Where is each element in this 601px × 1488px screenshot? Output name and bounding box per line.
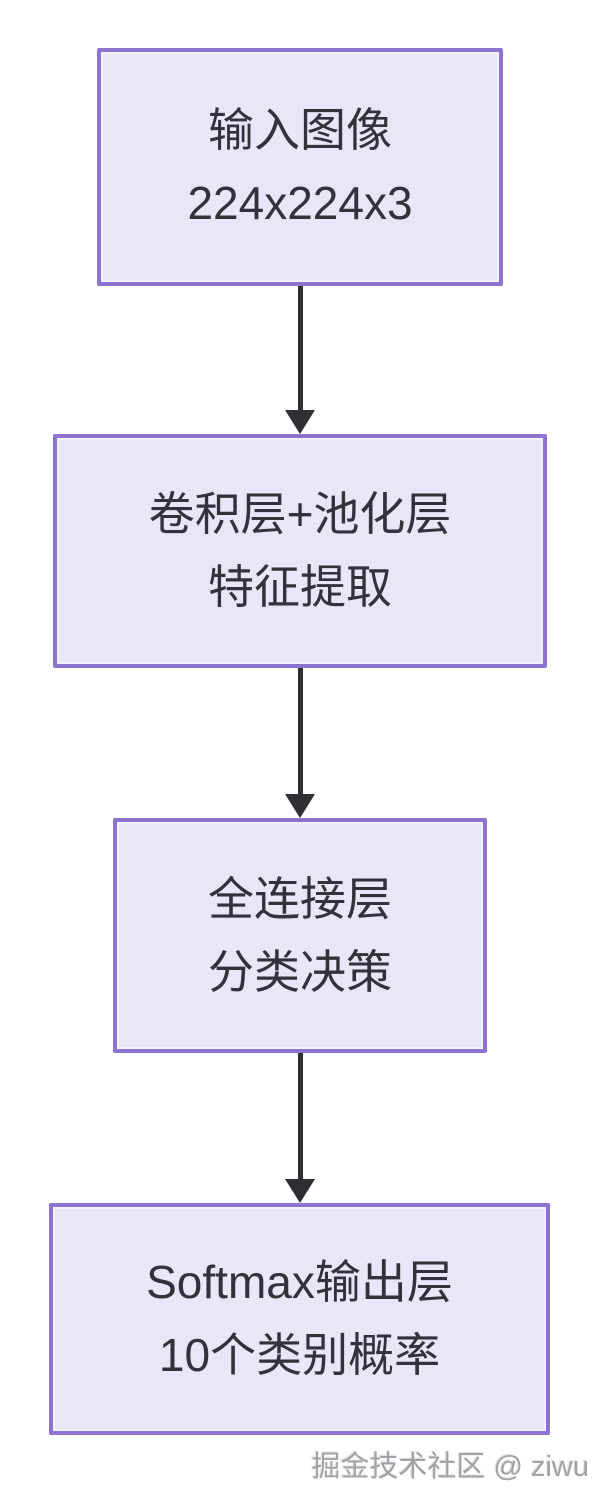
node-sublabel: 特征提取 <box>208 561 392 613</box>
connector-arrow-input-to-conv <box>285 286 315 434</box>
flow-node-input-image: 输入图像 224x224x3 <box>97 48 503 286</box>
arrow-down-icon <box>285 794 315 818</box>
flow-node-fully-connected: 全连接层 分类决策 <box>113 818 487 1053</box>
connector-arrow-fc-to-softmax <box>285 1053 315 1203</box>
arrow-stem <box>297 286 303 410</box>
flow-node-softmax-output: Softmax输出层 10个类别概率 <box>49 1203 550 1435</box>
node-label: Softmax输出层 <box>146 1256 453 1308</box>
arrow-down-icon <box>285 1179 315 1203</box>
node-label: 输入图像 <box>208 104 392 156</box>
arrow-stem <box>297 668 303 794</box>
watermark-text: 掘金技术社区 @ ziwu <box>311 1451 589 1483</box>
node-sublabel: 10个类别概率 <box>158 1329 441 1381</box>
node-label: 卷积层+池化层 <box>148 488 452 540</box>
flow-node-conv-pool: 卷积层+池化层 特征提取 <box>53 434 547 668</box>
node-sublabel: 分类决策 <box>208 945 392 998</box>
node-sublabel: 224x224x3 <box>187 177 413 229</box>
connector-arrow-conv-to-fc <box>285 668 315 818</box>
arrow-stem <box>297 1053 303 1179</box>
node-label: 全连接层 <box>208 872 392 925</box>
arrow-down-icon <box>285 410 315 434</box>
